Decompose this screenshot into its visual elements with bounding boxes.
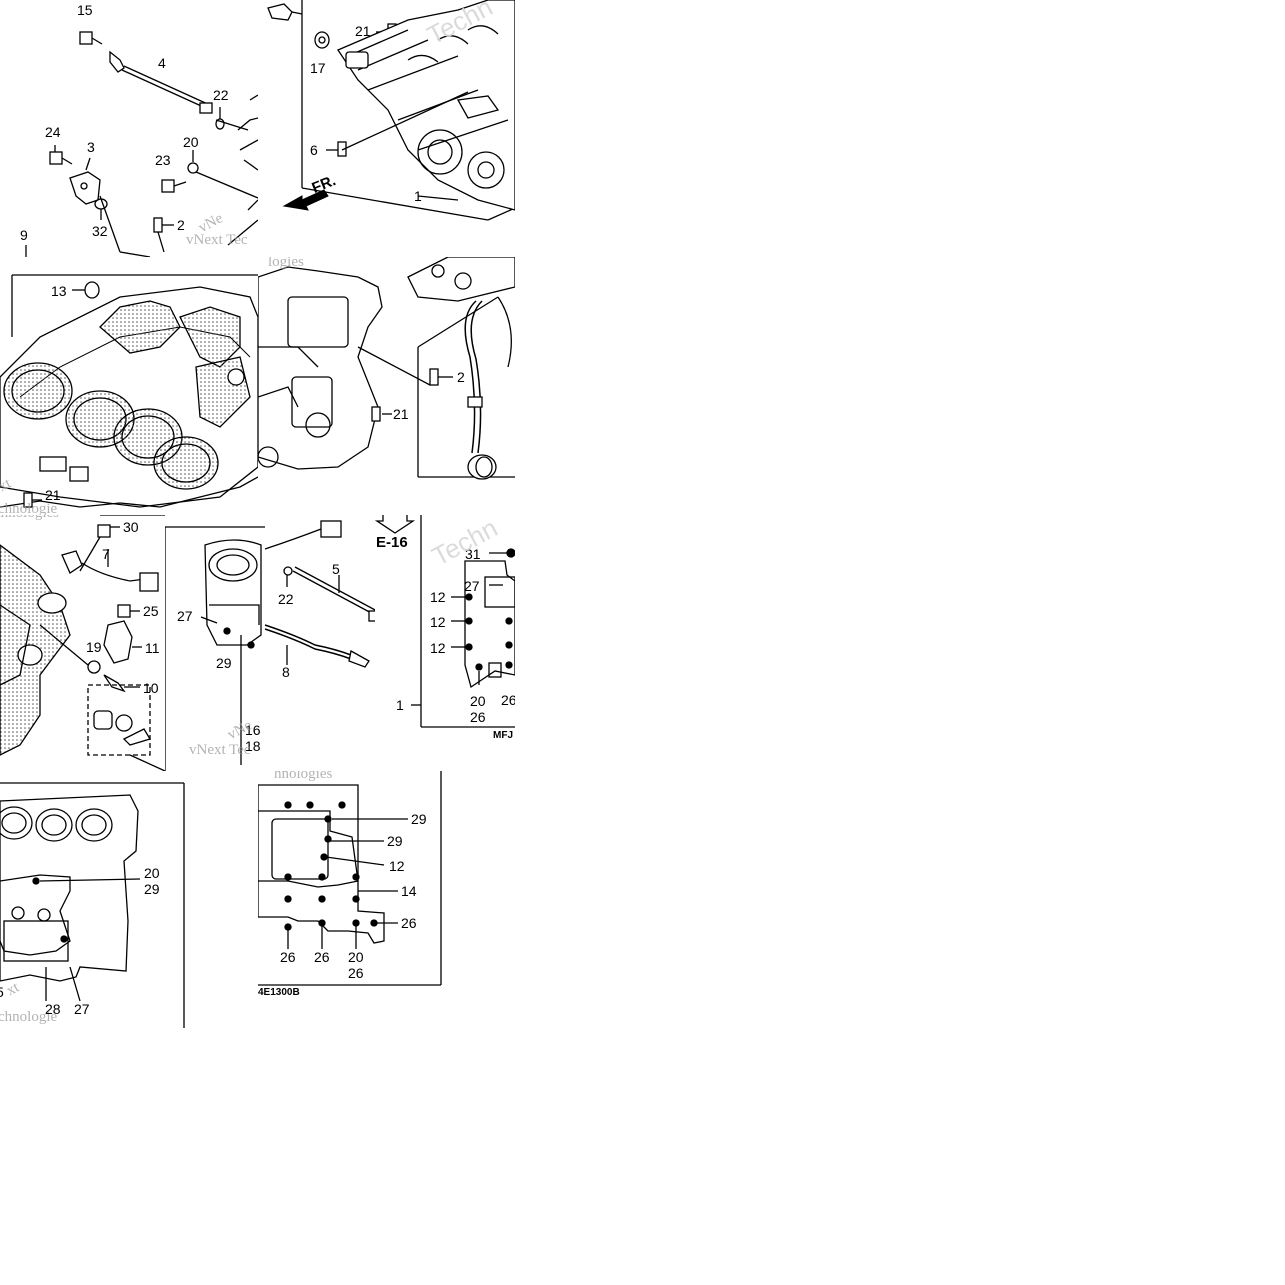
callout-26-block: 26 [470, 709, 486, 725]
callout-20-block: 20 [470, 693, 486, 709]
tile-cylinder-block: 13 21 xt chnologie [0, 257, 258, 515]
callout-22-pipe: 22 [278, 591, 294, 607]
callout-29: 29 [216, 655, 232, 671]
callout-20: 20 [348, 949, 364, 965]
watermark-brand-2: vNext Tec [189, 742, 251, 758]
tile-upper-left-parts: 15 4 22 24 3 23 20 32 2 9 vNext Tec vNe [0, 0, 258, 257]
tile8-drawing [0, 782, 185, 1028]
callout-3: 3 [87, 139, 95, 155]
tile-sensor-parts: 30 7 25 19 11 10 chnologies [0, 515, 165, 771]
tile2-drawing [267, 0, 515, 221]
callout-16: 16 [245, 722, 261, 738]
watermark-tail: hnologies [274, 771, 333, 782]
callout-6: 6 [310, 142, 318, 158]
callout-30: 30 [123, 519, 139, 535]
tile-lower-gasket: 20 29 28 27 5 xt chnologie [0, 771, 185, 1028]
tile-upper-crankcase: 21 17 6 1 FR. Techn [258, 0, 515, 257]
callout-14: 14 [401, 883, 417, 899]
tile4-drawing [258, 257, 515, 480]
tile9-drawing [258, 771, 442, 986]
callout-21-case: 21 [393, 406, 409, 422]
callout-12: 12 [389, 858, 405, 874]
callout-2-lower: 2 [457, 369, 465, 385]
callout-29-b: 29 [387, 833, 403, 849]
callout-26-a: 26 [401, 915, 417, 931]
callout-32: 32 [92, 223, 108, 239]
callout-20-gasket: 20 [144, 865, 160, 881]
callout-20: 20 [183, 134, 199, 150]
callout-17: 17 [310, 60, 326, 76]
callout-1: 1 [414, 188, 422, 204]
callout-29-gasket: 29 [144, 881, 160, 897]
callout-5-edge: 5 [0, 985, 4, 999]
callout-21-lower: 21 [45, 487, 61, 503]
callout-9: 9 [20, 227, 28, 243]
callout-18: 18 [245, 738, 261, 754]
watermark-brand: vNext Tec [186, 232, 248, 248]
callout-29-a: 29 [411, 811, 427, 827]
diagram-code-a: MFJ [493, 730, 513, 741]
callout-7: 7 [102, 546, 110, 562]
tile-bolt-layout: 29 29 12 14 26 26 26 20 26 4E1300B hnolo… [258, 771, 444, 1028]
callout-15: 15 [77, 2, 93, 18]
callout-24: 24 [45, 124, 61, 140]
callout-27-gasket: 27 [74, 1001, 90, 1017]
callout-13: 13 [51, 283, 67, 299]
tile-lower-crankcase: 2 21 logies [258, 257, 515, 515]
callout-1-block: 1 [396, 697, 404, 713]
callout-27-block: 27 [464, 578, 480, 594]
callout-26-d: 26 [348, 965, 364, 981]
watermark-fragment-c2: chnologie [0, 1009, 58, 1025]
callout-8: 8 [282, 664, 290, 680]
watermark-fragment-d: logies [268, 257, 304, 270]
callout-19: 19 [86, 639, 102, 655]
diagram-code-b: 4E1300B [258, 987, 300, 998]
tile1-drawing [25, 31, 258, 257]
callout-12-b: 12 [430, 614, 446, 630]
callout-12-a: 12 [430, 589, 446, 605]
tile7-drawing [375, 515, 515, 728]
callout-5: 5 [332, 561, 340, 577]
callout-21: 21 [355, 23, 371, 39]
callout-27: 27 [177, 608, 193, 624]
section-reference: E-16 [376, 534, 408, 551]
watermark-fragment-e: chnologies [0, 515, 59, 522]
callout-23: 23 [155, 152, 171, 168]
callout-26-b: 26 [280, 949, 296, 965]
callout-11: 11 [145, 640, 160, 656]
tile-bolt-pattern: E-16 31 27 12 12 12 20 26 1 26 MFJ Techn [375, 515, 515, 771]
callout-26-c: 26 [314, 949, 330, 965]
tile3-drawing [0, 274, 258, 508]
callout-4: 4 [158, 55, 166, 71]
callout-28: 28 [45, 1001, 61, 1017]
tile5-drawing [0, 515, 165, 771]
callout-10: 10 [143, 680, 159, 696]
callout-25: 25 [143, 603, 159, 619]
watermark-fragment-c: chnologie [0, 501, 58, 515]
callout-12-c: 12 [430, 640, 446, 656]
callout-22: 22 [213, 87, 229, 103]
callout-26-right: 26 [501, 692, 515, 708]
callout-31: 31 [465, 546, 481, 562]
callout-2: 2 [177, 217, 185, 233]
